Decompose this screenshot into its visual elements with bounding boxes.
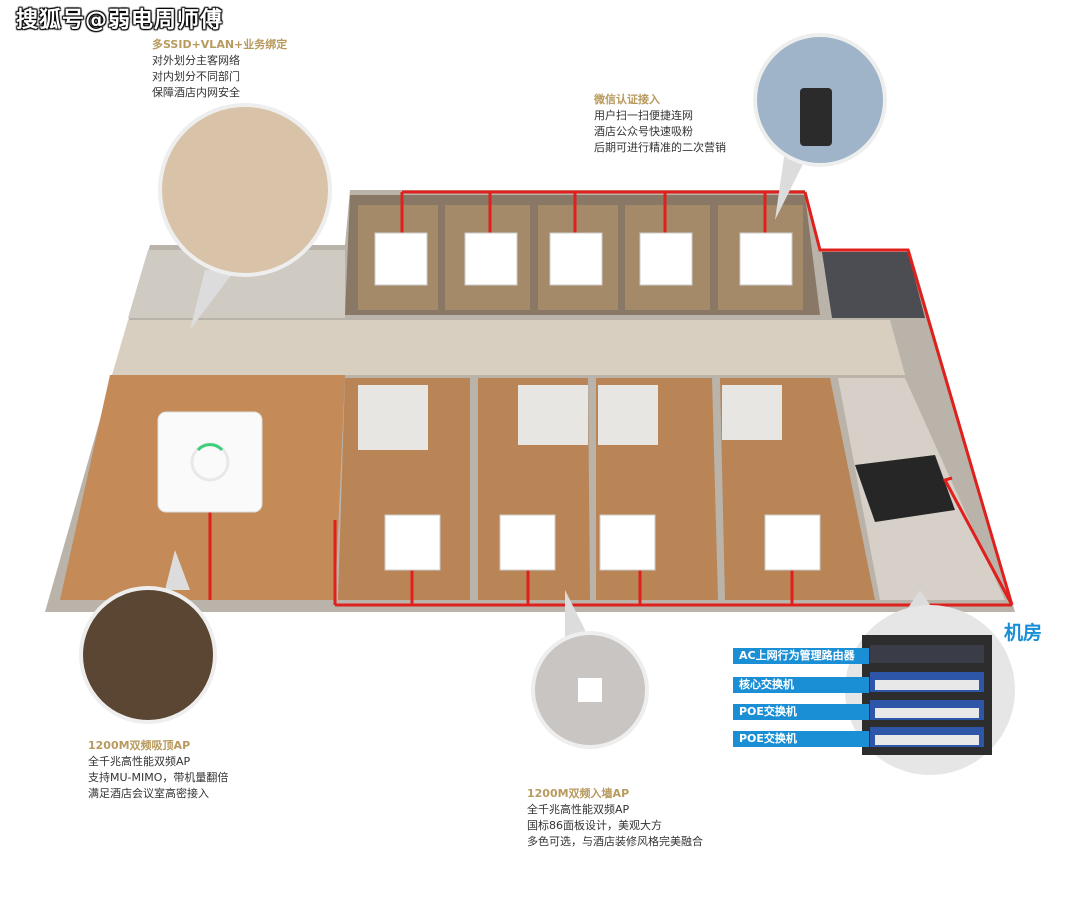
server-rack xyxy=(862,635,992,755)
callout-line: 对外划分主客网络 xyxy=(152,54,240,67)
callout-title: 1200M双频入墙AP xyxy=(527,787,630,800)
utility-room xyxy=(822,252,925,318)
callout-line: 酒店公众号快速吸粉 xyxy=(594,125,693,138)
server-room-title: 机房 xyxy=(1004,622,1043,644)
callout-line: 国标86面板设计，美观大方 xyxy=(527,819,662,832)
device-label-core-switch: 核心交换机 xyxy=(733,677,869,693)
callout-line: 全千兆高性能双频AP xyxy=(527,803,630,816)
callout-line: 保障酒店内网安全 xyxy=(152,86,240,99)
wall-ap-bottom-row xyxy=(384,514,821,571)
card-payment-photo xyxy=(158,103,332,277)
device-label-poe-switch: POE交换机 xyxy=(733,704,869,720)
callout-wechat: 微信认证接入 用户扫一扫便捷连网 酒店公众号快速吸粉 后期可进行精准的二次营销 xyxy=(594,92,726,156)
device-label-ac-router: AC上网行为管理路由器 xyxy=(733,648,869,664)
callout-line: 支持MU-MIMO，带机量翻倍 xyxy=(88,771,229,784)
ceiling-ap xyxy=(157,411,263,513)
callout-wall-ap: 1200M双频入墙AP 全千兆高性能双频AP 国标86面板设计，美观大方 多色可… xyxy=(527,786,703,850)
callout-line: 用户扫一扫便捷连网 xyxy=(594,109,693,122)
callout-ceiling-ap: 1200M双频吸顶AP 全千兆高性能双频AP 支持MU-MIMO，带机量翻倍 满… xyxy=(88,738,228,802)
device-label-poe-switch: POE交换机 xyxy=(733,731,869,747)
server-cabinet xyxy=(855,455,955,522)
stairwell xyxy=(128,250,345,318)
callout-line: 对内划分不同部门 xyxy=(152,70,240,83)
watermark: 搜狐号@弱电周师傅 xyxy=(16,8,224,33)
callout-title: 微信认证接入 xyxy=(594,93,660,106)
wall-ap-top-row xyxy=(374,232,793,286)
callout-vlan: 多SSID+VLAN+业务绑定 对外划分主客网络 对内划分不同部门 保障酒店内网… xyxy=(152,37,287,101)
callout-line: 多色可选，与酒店装修风格完美融合 xyxy=(527,835,703,848)
corridor xyxy=(112,320,905,375)
callout-line: 满足酒店会议室高密接入 xyxy=(88,787,209,800)
network-cabling xyxy=(208,190,1014,607)
wall-ap-closeup xyxy=(578,678,602,702)
conference-photo xyxy=(79,586,217,724)
phone-icon xyxy=(800,88,832,146)
callout-title: 1200M双频吸顶AP xyxy=(88,739,191,752)
bathrooms xyxy=(358,385,782,450)
callout-line: 后期可进行精准的二次营销 xyxy=(594,141,726,154)
callout-title: 多SSID+VLAN+业务绑定 xyxy=(152,38,288,51)
callout-line: 全千兆高性能双频AP xyxy=(88,755,191,768)
